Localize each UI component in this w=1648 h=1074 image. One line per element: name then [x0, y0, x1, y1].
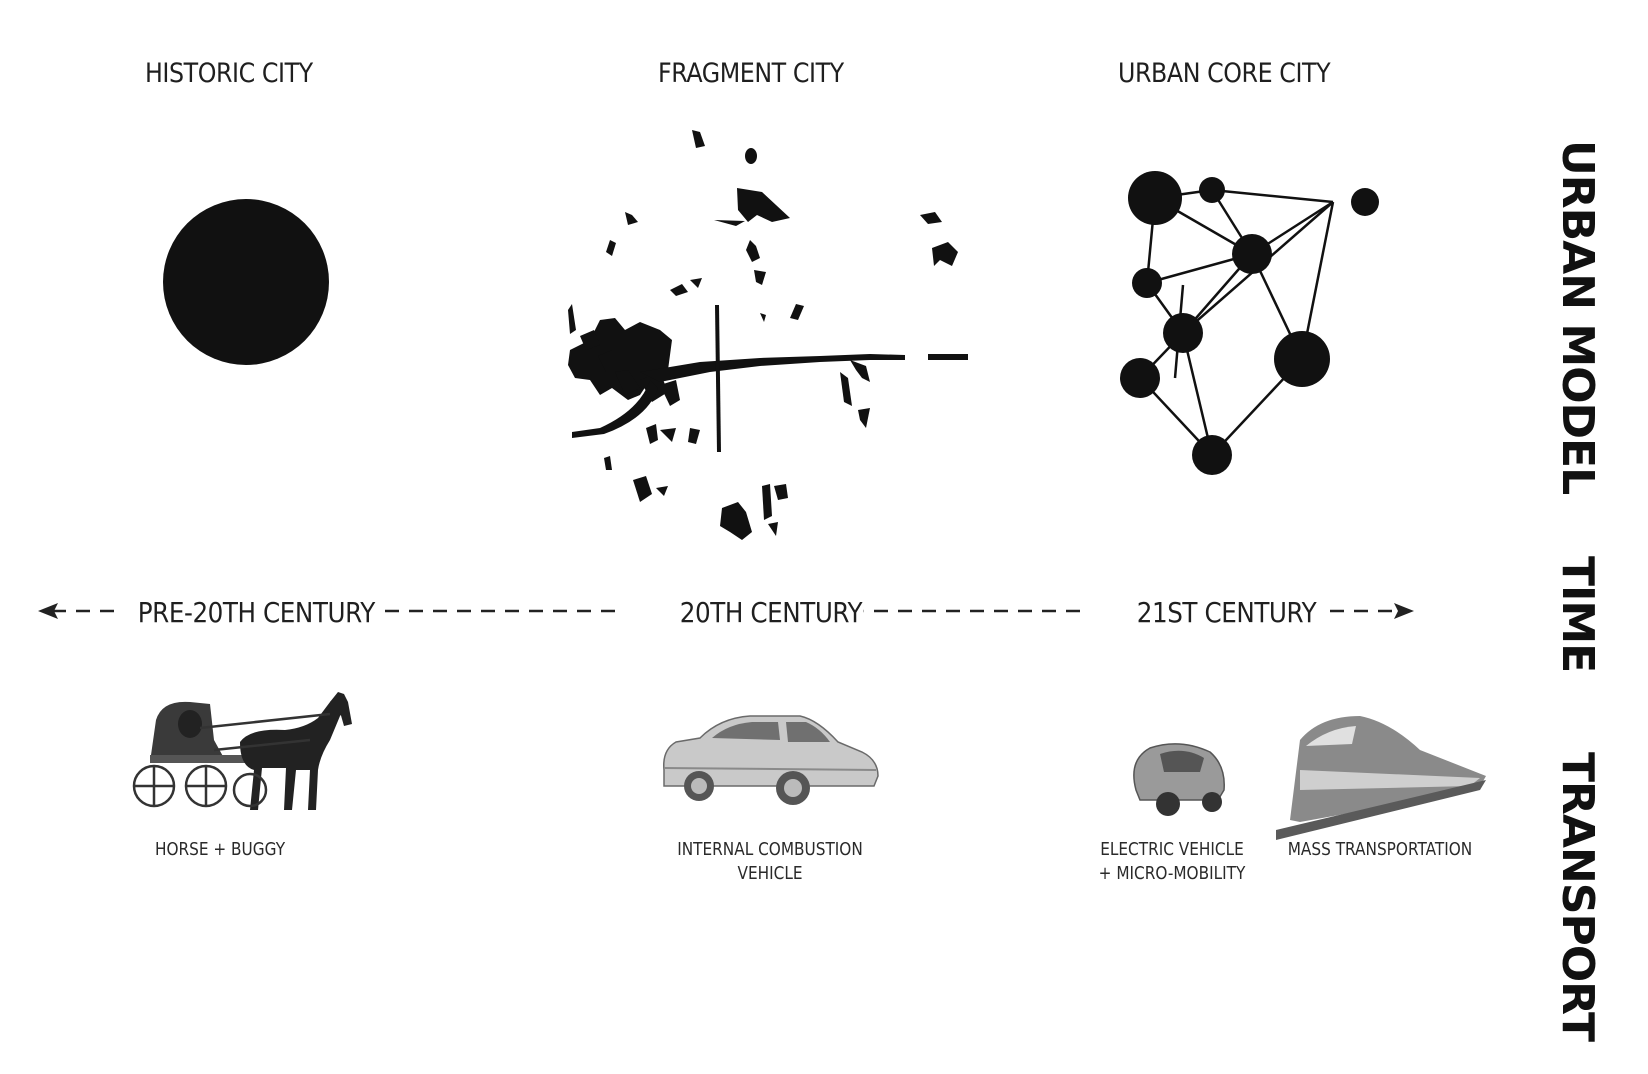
side-label-urban-model: URBAN MODEL — [1552, 140, 1603, 495]
arrow-right-icon — [1394, 603, 1414, 619]
historic-city-title: HISTORIC CITY — [145, 58, 313, 89]
caption-horse-buggy: HORSE + BUGGY — [154, 839, 286, 860]
side-label-transport: TRANSPORT — [1552, 752, 1603, 1042]
time-label-pre-20th: PRE-20TH CENTURY — [136, 596, 377, 629]
side-label-time: TIME — [1552, 556, 1603, 673]
caption-ev: ELECTRIC VEHICLE + MICRO-MOBILITY — [1098, 839, 1246, 884]
fragment-city-title: FRAGMENT CITY — [658, 58, 844, 89]
time-label-21st: 21ST CENTURY — [1135, 596, 1319, 629]
caption-internal-combustion: INTERNAL COMBUSTION VEHICLE — [677, 839, 863, 884]
arrow-left-icon — [38, 603, 58, 619]
time-label-20th: 20TH CENTURY — [678, 596, 864, 629]
caption-mass-transportation: MASS TRANSPORTATION — [1287, 839, 1473, 860]
urban-core-city-title: URBAN CORE CITY — [1118, 58, 1331, 89]
